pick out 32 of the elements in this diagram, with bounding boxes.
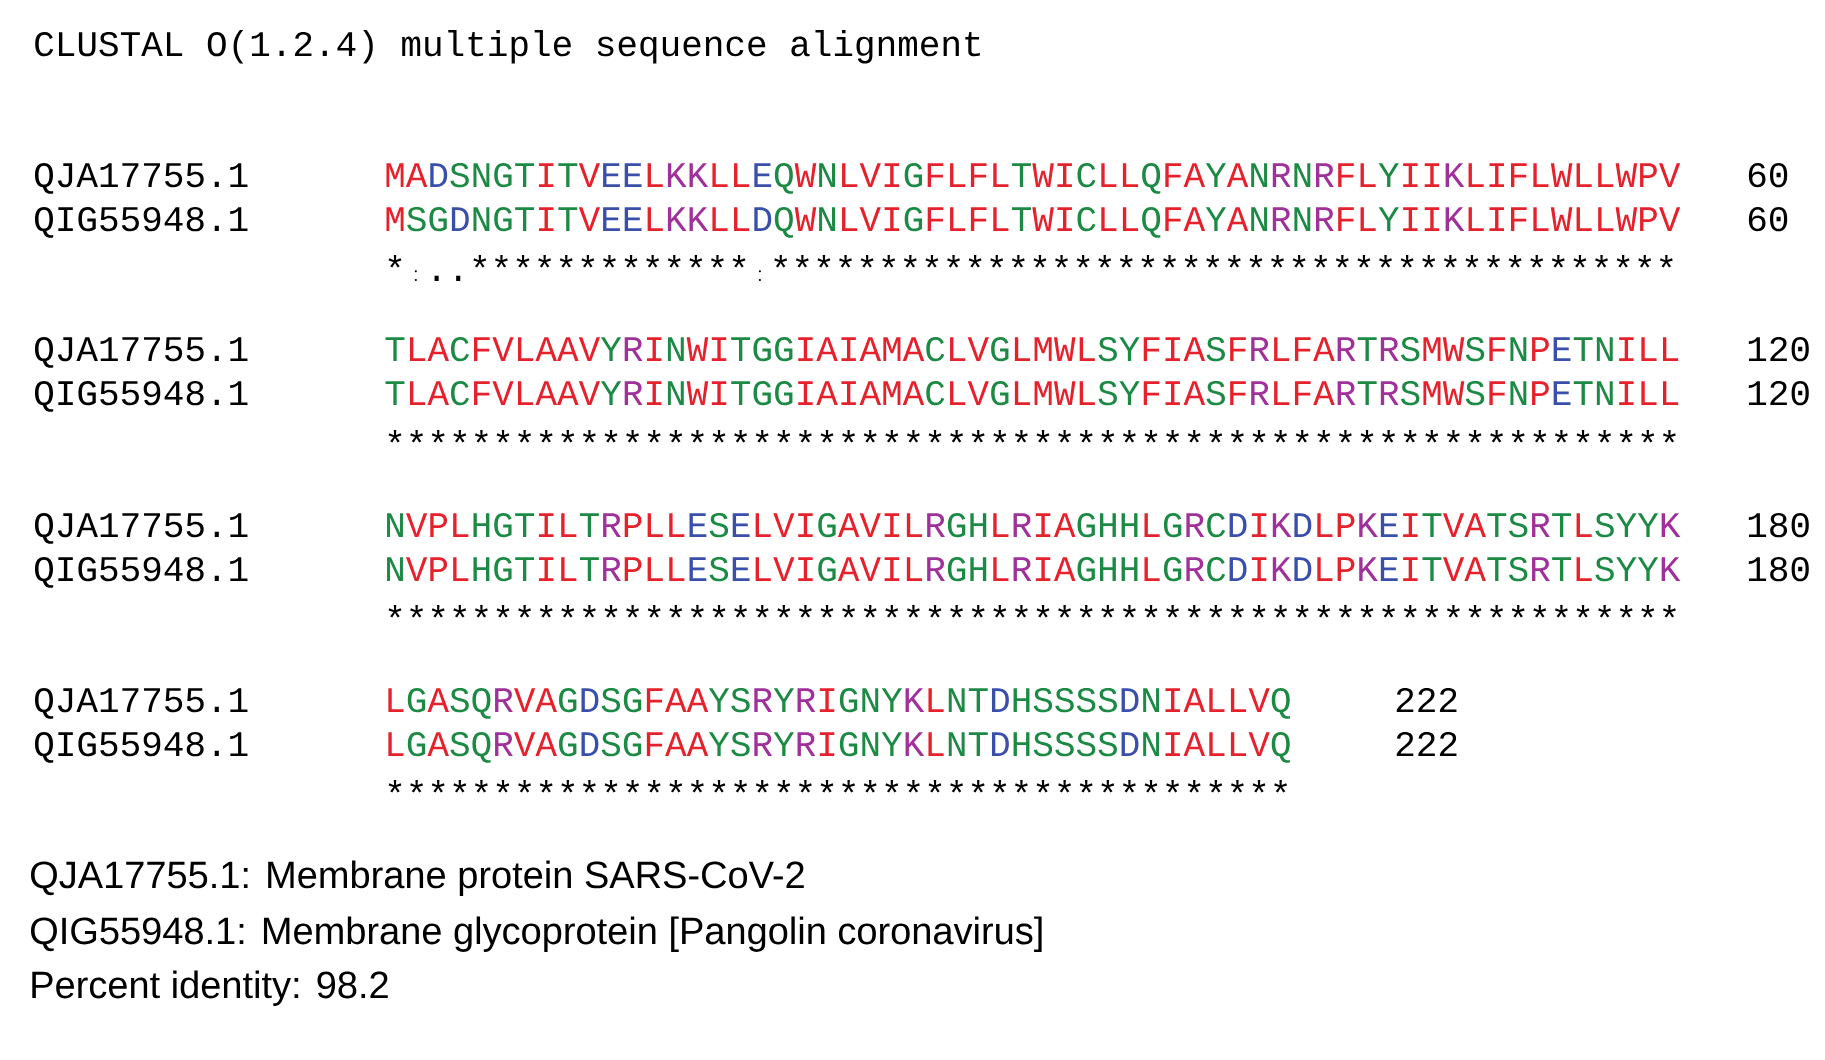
sequence-id: QIG55948.1 (35, 731, 248, 763)
residue-count: 180 (1748, 512, 1809, 538)
residue-sequence: TLACFVLAAVYRINWITGGIAIAMACLVGLMWLSYFIASFRLFARTRSMWSFNPETNILL (385, 380, 1679, 406)
residue-sequence: NVPLHGTILTRPLLESELVIGAVILRGHLRIAGHHLGRCDIKDLPKEITVATSRTLSYYK (387, 556, 1681, 582)
residue-count: 60 (1748, 206, 1788, 232)
sequence-id: QIG55948.1 (35, 380, 248, 412)
residue-sequence: TLACFVLAAVYRINWITGGIAIAMACLVGLMWLSYFIASFRLFARTRSMWSFNPETNILL (385, 336, 1679, 362)
residue-sequence: MADSNGTITVEELKKLLEQWNLVIGFLFLTWICLLQFAYANRNRFLYIIKLIFLWLLWPV (386, 162, 1681, 194)
sequence-id: QJA17755.1 (35, 162, 248, 194)
sequence-id: QJA17755.1 (35, 687, 248, 719)
footnote-text: QIG55948.1: Membrane glycoprotein [Pangolin coronavirus] (31, 916, 1042, 952)
conservation-line: $************************************************************$ (388, 604, 1676, 618)
residue-sequence: LGASQRVAGDSGFAAYSRYRIGNYKLNTDHSSSSDNIALLVQ (388, 687, 1290, 719)
residue-count: 120 (1748, 380, 1809, 406)
residue-count: 222 (1396, 687, 1457, 712)
residue-count: 222 (1396, 731, 1457, 756)
sequence-id: QIG55948.1 (35, 556, 248, 588)
residue-count: 60 (1748, 162, 1788, 188)
conservation-line: $************************************************************$ (388, 429, 1676, 443)
residue-count: 180 (1748, 556, 1809, 582)
residue-sequence: NVPLHGTILTRPLLESELVIGAVILRGHLRIAGHHLGRCDIKDLPKEITVATSRTLSYYK (387, 512, 1681, 538)
sequence-id: QIG55948.1 (35, 206, 248, 238)
conservation-line: $*:..*************:******************************************$ (388, 254, 1673, 281)
residue-sequence: MSGDNGTITVEELKKLLDQWNLVIGFLFLTWICLLQFAYANRNRFLYIIKLIFLWLLWPV (386, 206, 1681, 238)
sequence-id: QJA17755.1 (35, 512, 248, 544)
alignment-header: CLUSTAL O(1.2.4) multiple sequence alignment (35, 29, 980, 64)
residue-sequence: LGASQRVAGDSGFAAYSRYRIGNYKLNTDHSSSSDNIALLVQ (388, 731, 1290, 763)
footnote-text: Percent identity: 98.2 (32, 970, 388, 1006)
conservation-line: $******************************************$ (388, 779, 1288, 793)
residue-count: 120 (1748, 336, 1809, 362)
footnote-text: QJA17755.1: Membrane protein SARS-CoV-2 (31, 860, 804, 896)
sequence-id: QJA17755.1 (35, 336, 248, 368)
